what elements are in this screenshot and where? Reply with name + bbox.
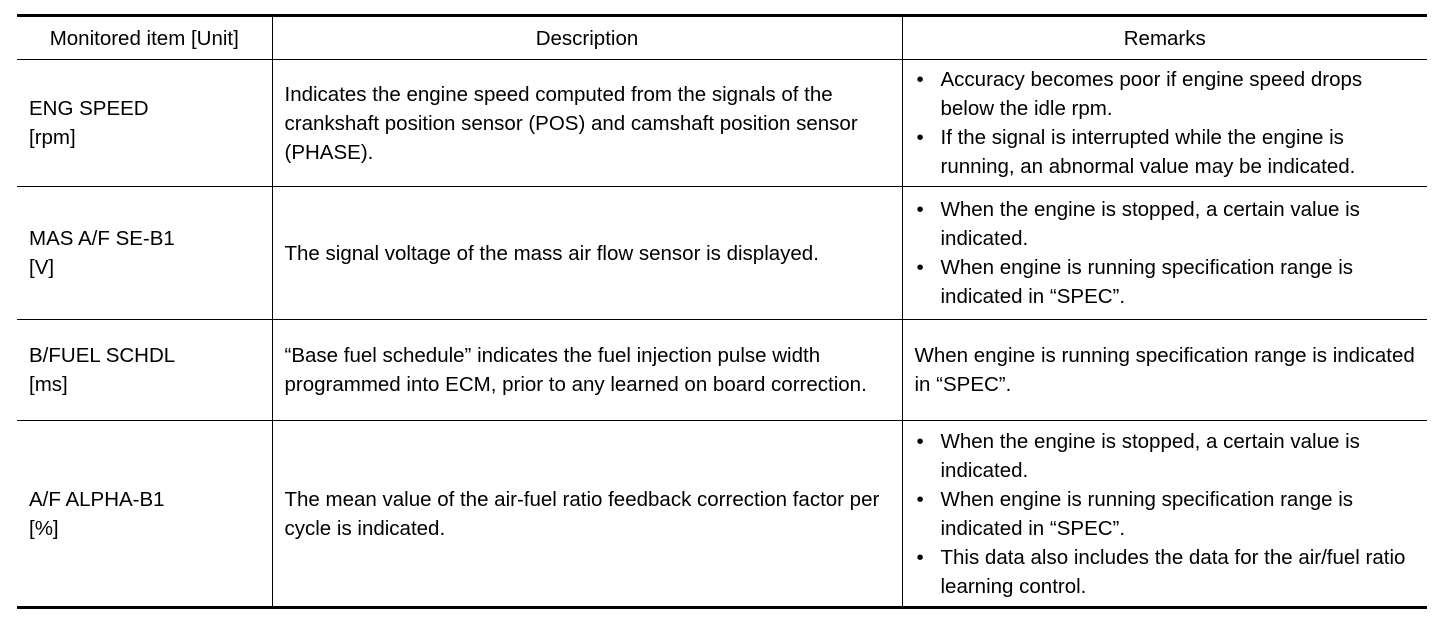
description-cell: “Base fuel schedule” indicates the fuel … — [271, 319, 902, 421]
remarks-cell: When the engine is stopped, a certain va… — [901, 186, 1427, 320]
table-row: ENG SPEED [rpm] Indicates the engine spe… — [17, 59, 1427, 187]
item-unit: [V] — [29, 256, 55, 279]
header-description: Description — [271, 14, 902, 60]
remarks-list: When the engine is stopped, a certain va… — [915, 427, 1416, 601]
description-cell: Indicates the engine speed computed from… — [271, 59, 902, 187]
description-cell: The signal voltage of the mass air flow … — [271, 186, 902, 320]
remarks-list: When the engine is stopped, a certain va… — [915, 195, 1416, 311]
item-cell: B/FUEL SCHDL [ms] — [17, 319, 272, 421]
remark-item: If the signal is interrupted while the e… — [915, 123, 1416, 181]
remark-item: When the engine is stopped, a certain va… — [915, 195, 1416, 253]
item-unit: [%] — [29, 516, 59, 540]
remark-item: When engine is running specification ran… — [915, 253, 1416, 311]
monitored-items-table: Monitored item [Unit] Description Remark… — [17, 14, 1427, 609]
table-row: A/F ALPHA-B1 [%] The mean value of the a… — [17, 420, 1427, 609]
item-unit: [rpm] — [29, 126, 76, 149]
item-name: ENG SPEED — [29, 97, 149, 120]
remark-item: This data also includes the data for the… — [915, 543, 1416, 601]
item-name: A/F ALPHA-B1 — [29, 487, 165, 511]
item-name: MAS A/F SE-B1 — [29, 227, 175, 250]
remarks-list: Accuracy becomes poor if engine speed dr… — [915, 65, 1416, 181]
item-name: B/FUEL SCHDL — [29, 344, 176, 367]
table-row: B/FUEL SCHDL [ms] “Base fuel schedule” i… — [17, 319, 1427, 421]
remark-item: Accuracy becomes poor if engine speed dr… — [915, 65, 1416, 123]
remarks-cell: When the engine is stopped, a certain va… — [901, 420, 1427, 609]
remarks-cell: Accuracy becomes poor if engine speed dr… — [901, 59, 1427, 187]
remark-item: When the engine is stopped, a certain va… — [915, 427, 1416, 485]
item-unit: [ms] — [29, 373, 68, 396]
header-remarks: Remarks — [901, 14, 1427, 60]
header-row: Monitored item [Unit] Description Remark… — [17, 14, 1427, 60]
table-row: MAS A/F SE-B1 [V] The signal voltage of … — [17, 186, 1427, 320]
item-cell: MAS A/F SE-B1 [V] — [17, 186, 272, 320]
item-cell: ENG SPEED [rpm] — [17, 59, 272, 187]
description-cell: The mean value of the air-fuel ratio fee… — [271, 420, 902, 609]
item-cell: A/F ALPHA-B1 [%] — [17, 420, 272, 609]
header-monitored-item: Monitored item [Unit] — [17, 14, 272, 60]
remarks-cell: When engine is running specification ran… — [901, 319, 1427, 421]
remark-item: When engine is running specification ran… — [915, 485, 1416, 543]
